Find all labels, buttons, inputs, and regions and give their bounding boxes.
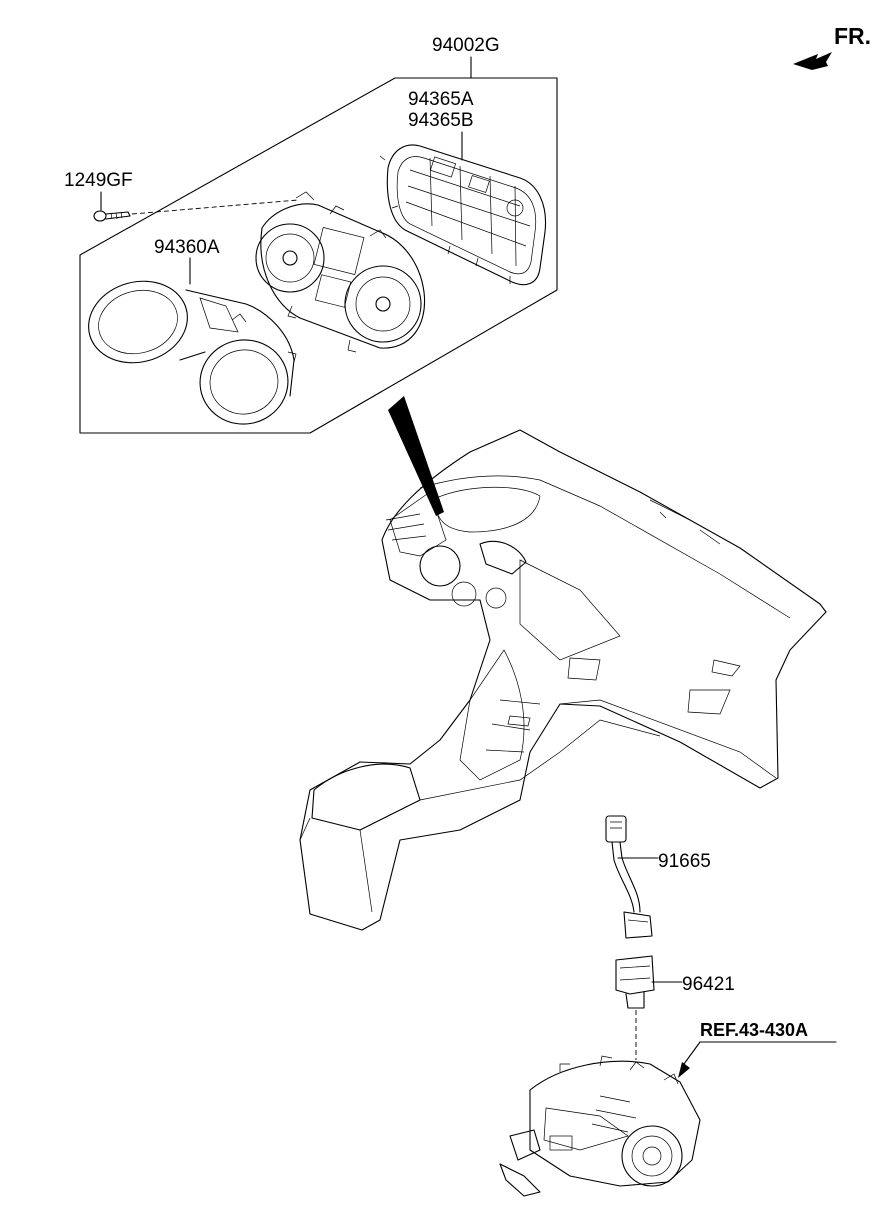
label-94365a[interactable]: 94365A bbox=[408, 89, 474, 110]
label-1249gf[interactable]: 1249GF bbox=[64, 170, 133, 191]
label-ref-43-430a[interactable]: REF.43-430A bbox=[700, 1020, 808, 1040]
transaxle-reference: REF.43-430A bbox=[499, 1020, 837, 1197]
label-94360a[interactable]: 94360A bbox=[154, 237, 220, 258]
dashboard bbox=[299, 429, 827, 931]
leader-arrow bbox=[388, 396, 444, 516]
screw: 1249GF bbox=[64, 170, 299, 222]
label-96421[interactable]: 96421 bbox=[682, 974, 735, 995]
rear-housing: 94365A 94365B bbox=[379, 89, 547, 286]
speed-sensor: 96421 bbox=[615, 955, 735, 1060]
label-94002g[interactable]: 94002G bbox=[432, 35, 500, 56]
wiring-harness: 91665 bbox=[605, 815, 711, 939]
meter-panel bbox=[255, 191, 426, 353]
front-arrow-icon bbox=[793, 52, 832, 70]
label-91665[interactable]: 91665 bbox=[658, 851, 711, 872]
label-94365b[interactable]: 94365B bbox=[408, 110, 474, 131]
cluster-assembly-box: 94002G bbox=[79, 35, 558, 434]
front-direction-indicator: FR. bbox=[793, 23, 871, 70]
front-label: FR. bbox=[834, 23, 871, 49]
cluster-lens: 94360A bbox=[88, 237, 297, 425]
